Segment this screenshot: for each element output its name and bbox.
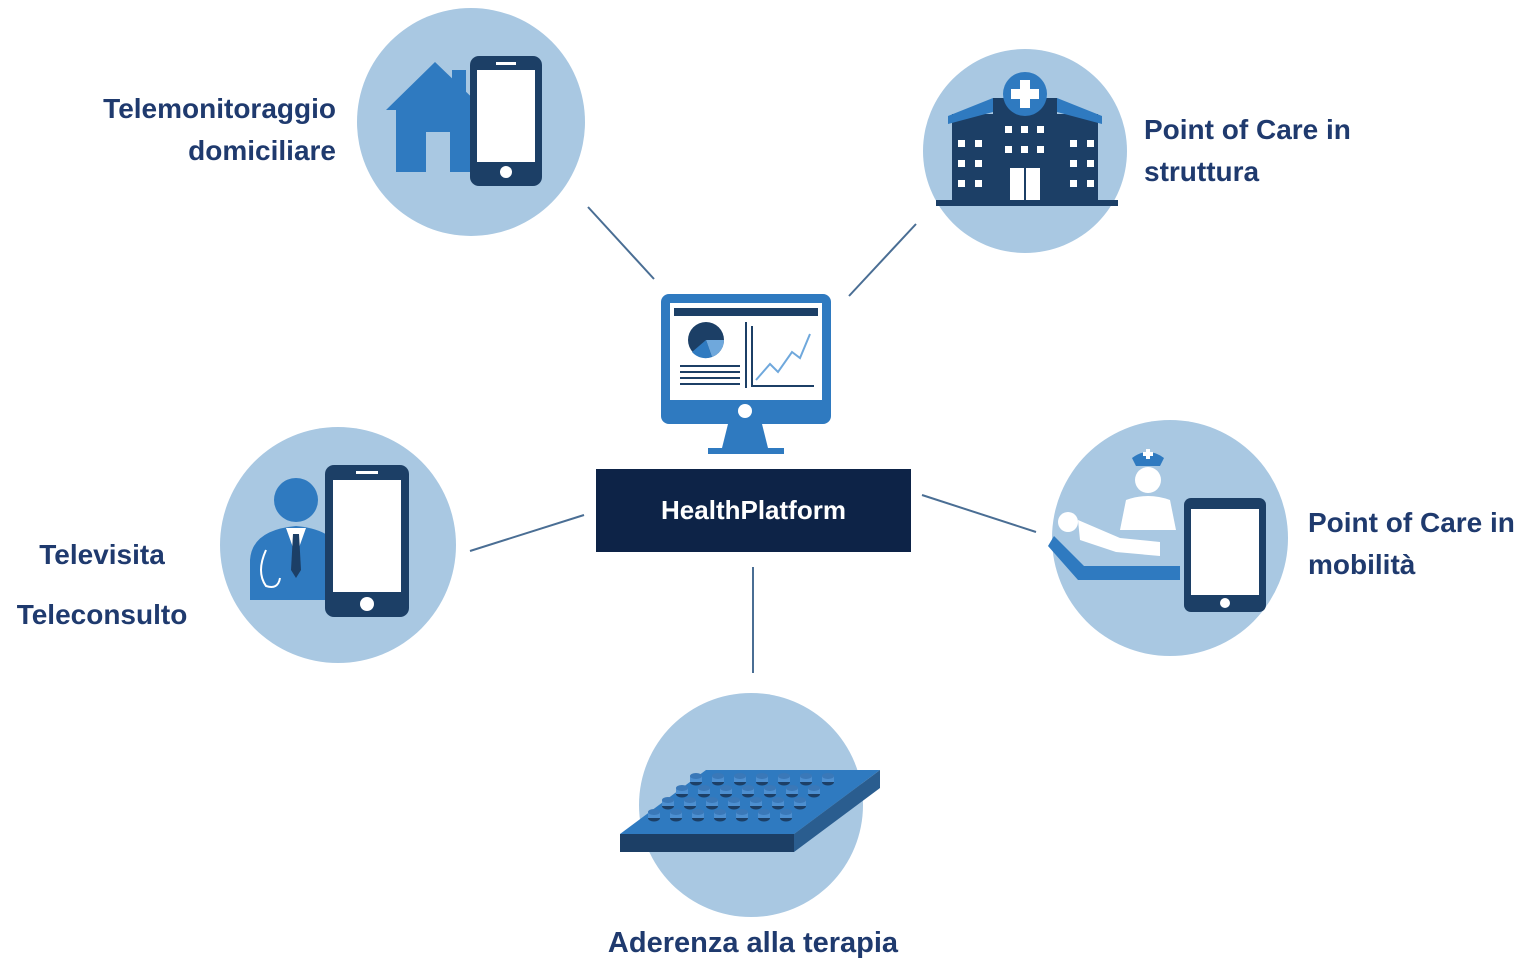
connector-doctor [469,514,585,552]
connector-nurse [921,494,1037,533]
pill-blister-icon [620,693,880,917]
connector-hospital [848,223,917,297]
label-hospital: Point of Care in struttura [1144,109,1444,193]
center-node-label: HealthPlatform [661,495,846,525]
doctor-phone-icon [220,427,456,663]
monitor-dashboard-icon [661,294,831,454]
label-home-line-1: Telemonitoraggio [103,93,336,124]
label-doctor-line-2: Teleconsulto [16,599,188,630]
label-hospital-line-1: Point of Care in [1144,114,1351,145]
label-therapy: Aderenza alla terapia [553,923,953,963]
connector-home [587,206,655,280]
label-therapy-line-1: Aderenza alla terapia [607,927,899,959]
connectors [469,206,1037,673]
label-home: Telemonitoraggio domiciliare [70,88,336,172]
label-nurse-line-2: mobilità [1308,549,1416,580]
label-home-line-2: domiciliare [188,135,336,166]
label-nurse: Point of Care in mobilità [1308,502,1530,586]
nurse-tablet-icon [1048,420,1288,656]
label-doctor-line-1: Televisita [39,539,165,570]
hospital-icon [923,49,1127,253]
label-hospital-line-2: struttura [1144,156,1260,187]
label-doctor: Televisita Teleconsulto [0,525,204,645]
label-nurse-line-1: Point of Care in [1308,507,1515,538]
center-node-healthplatform: HealthPlatform [596,469,911,552]
home-phone-icon [357,8,585,236]
